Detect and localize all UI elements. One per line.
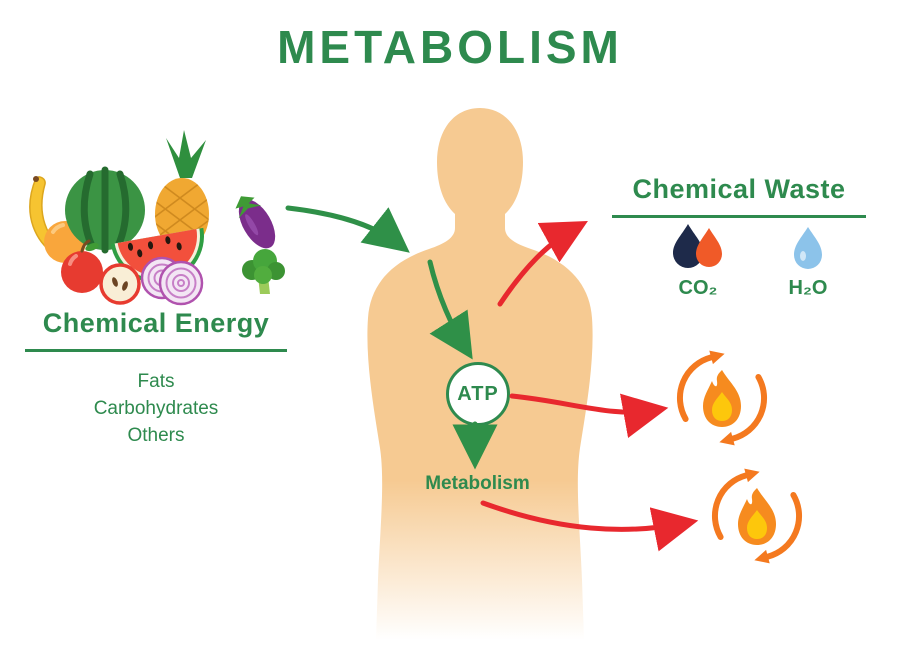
atp-label: ATP [457,382,499,405]
chemical-energy-list: Fats Carbohydrates Others [25,368,287,449]
energy-item-others: Others [127,425,185,446]
co2-icon [673,224,722,268]
apple-half-icon [99,263,141,305]
chemical-energy-heading: Chemical Energy [25,308,287,352]
atp-node: ATP [446,362,510,426]
chemical-energy-section: Chemical Energy Fats Carbohydrates Other… [25,308,287,449]
energy-item-carbohydrates: Carbohydrates [93,398,219,419]
energy-flame-icon [676,350,768,446]
watermelon-icon [65,166,145,254]
chemical-waste-heading: Chemical Waste [612,174,866,218]
apple-icon [61,239,103,293]
energy-item-fats: Fats [137,371,175,392]
chemical-waste-section: Chemical Waste [612,174,866,218]
energy-flame-icon [711,468,803,564]
h2o-icon [794,227,822,269]
co2-label: CO₂ [678,277,718,299]
broccoli-icon [242,249,285,294]
metabolism-label: Metabolism [425,473,530,494]
h2o-label: H₂O [788,277,828,299]
eggplant-icon [235,196,276,249]
page-title: METABOLISM [277,21,623,73]
onion-slices-icon [140,256,204,306]
food-illustration [29,130,285,306]
